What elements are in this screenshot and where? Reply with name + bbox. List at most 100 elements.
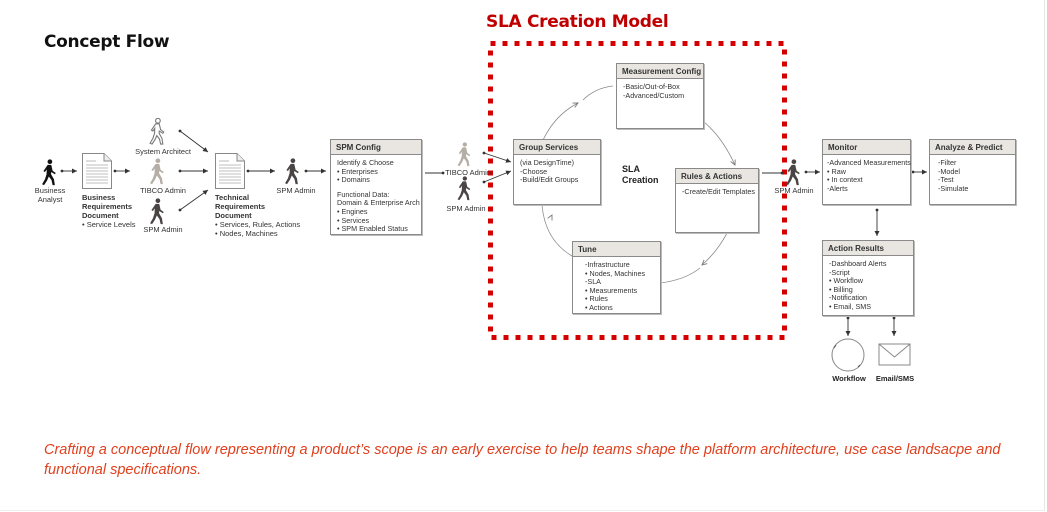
tibco-admin-icon [150,158,164,185]
box-item: • Nodes, Machines [585,268,646,278]
spm-admin-icon [285,158,299,185]
box-item: -Dashboard Alerts [829,259,887,268]
box-item: • SPM Enabled Status [337,224,408,234]
flow-connectors [60,129,927,336]
box-item: • In context [827,175,863,185]
box-item: Identify & Choose [337,158,394,167]
box-item: -Choose [520,166,548,176]
box-title: Group Services [514,140,600,155]
sla-creation-label: SLA Creation [622,164,659,186]
box-items: Identify & Choose • Enterprises • Domain… [331,155,421,238]
box-item: -Basic/Out-of-Box [623,82,680,91]
business-analyst-icon [42,159,56,186]
doc-title-line: Requirements [215,202,266,211]
spm-admin-icon [786,159,800,186]
spm-admin-label: SPM Admin [446,204,486,213]
box-item: -SLA [585,277,601,287]
label-line: Business [34,186,66,195]
workflow-label: Workflow [832,374,866,383]
box-item: -Create/Edit Templates [682,187,755,196]
box-item: • Email, SMS [829,301,872,311]
box-item: • Workflow [829,276,863,286]
box-items: -Create/Edit Templates [676,184,758,201]
box-items: (via DesignTime) -Choose -Build/Edit Gro… [514,155,600,189]
tibco-admin-label: TIBCO Admin [445,168,491,177]
box-items: -Infrastructure • Nodes, Machines -SLA •… [573,257,660,317]
box-item: -Filter [938,158,957,167]
tibco-admin-icon [457,142,471,167]
tune-box: Tune -Infrastructure • Nodes, Machines -… [572,241,661,314]
label-line: Analyst [37,195,63,204]
doc-item: • Services, Rules, Actions [215,220,301,229]
system-architect-icon [149,118,165,145]
box-item: -Build/Edit Groups [520,175,579,185]
box-title: Measurement Config [617,64,703,79]
business-analyst-label: Business Analyst [35,186,65,204]
label-line: Creation [622,175,659,185]
concept-flow-title: Concept Flow [44,32,170,52]
system-architect-label: System Architect [135,147,191,156]
envelope-icon [878,343,911,366]
sla-creation-model-title: SLA Creation Model [486,12,669,32]
box-item: • Enterprises [337,166,378,176]
box-item: • Engines [337,206,368,216]
spm-admin-icon [150,198,164,225]
box-title: SPM Config [331,140,421,155]
spm-admin-icon [457,176,471,201]
box-items: -Basic/Out-of-Box -Advanced/Custom [617,79,703,104]
box-item: • Actions [585,302,613,312]
doc-title-line: Document [215,211,252,220]
doc-item: • Service Levels [82,220,136,229]
doc-title-line: Business [82,193,116,202]
doc-item: • Nodes, Machines [215,229,278,238]
analyze-predict-box: Analyze & Predict -Filter -Model -Test -… [929,139,1016,205]
box-title: Rules & Actions [676,169,758,184]
box-item: -Notification [829,293,867,303]
group-services-box: Group Services (via DesignTime) -Choose … [513,139,601,205]
monitor-box: Monitor -Advanced Measurements • Raw • I… [822,139,911,205]
spm-admin-label: SPM Admin [276,186,316,195]
box-item: -Model [938,166,960,176]
box-item: -Simulate [938,183,969,193]
box-items: -Advanced Measurements • Raw • In contex… [823,155,911,197]
box-item: -Alerts [827,183,848,193]
box-title: Monitor [823,140,910,155]
box-item: • Rules [585,294,608,304]
box-item: (via DesignTime) [520,158,575,167]
box-item: • Measurements [585,285,638,295]
sla-cycle-arrows [541,85,738,284]
box-title: Analyze & Predict [930,140,1015,155]
box-item: -Infrastructure [585,260,630,269]
doc-title-line: Technical [215,193,250,202]
workflow-cycle-icon [831,338,865,372]
tibco-admin-label: TIBCO Admin [140,186,186,195]
box-item: • Billing [829,284,853,294]
measurement-config-box: Measurement Config -Basic/Out-of-Box -Ad… [616,63,704,129]
caption-text: Crafting a conceptual flow representing … [44,442,1001,478]
box-title: Action Results [823,241,913,256]
technical-requirements-document-label: Technical Requirements Document • Servic… [215,193,300,238]
box-item: -Advanced Measurements [827,158,911,167]
box-item: -Test [938,175,954,185]
business-requirements-document-label: Business Requirements Document • Service… [82,193,135,229]
box-item: -Advanced/Custom [623,90,685,100]
action-results-box: Action Results -Dashboard Alerts -Script… [822,240,914,316]
box-item: Domain & Enterprise Arch [337,198,420,208]
email-sms-label: Email/SMS [875,374,915,383]
doc-title-line: Requirements [82,202,133,211]
spm-config-box: SPM Config Identify & Choose • Enterpris… [330,139,422,235]
box-item: Functional Data: [337,189,390,199]
doc-title-line: Document [82,211,119,220]
box-title: Tune [573,242,660,257]
sla-model-boundary [488,41,787,340]
box-items: -Dashboard Alerts -Script • Workflow • B… [823,256,913,316]
box-item: • Raw [827,166,846,176]
box-items: -Filter -Model -Test -Simulate [930,155,1015,197]
box-item: -Script [829,267,850,277]
business-requirements-document-icon [82,153,112,189]
box-item: • Domains [337,175,370,185]
technical-requirements-document-icon [215,153,245,189]
spm-admin-label: SPM Admin [774,186,814,195]
